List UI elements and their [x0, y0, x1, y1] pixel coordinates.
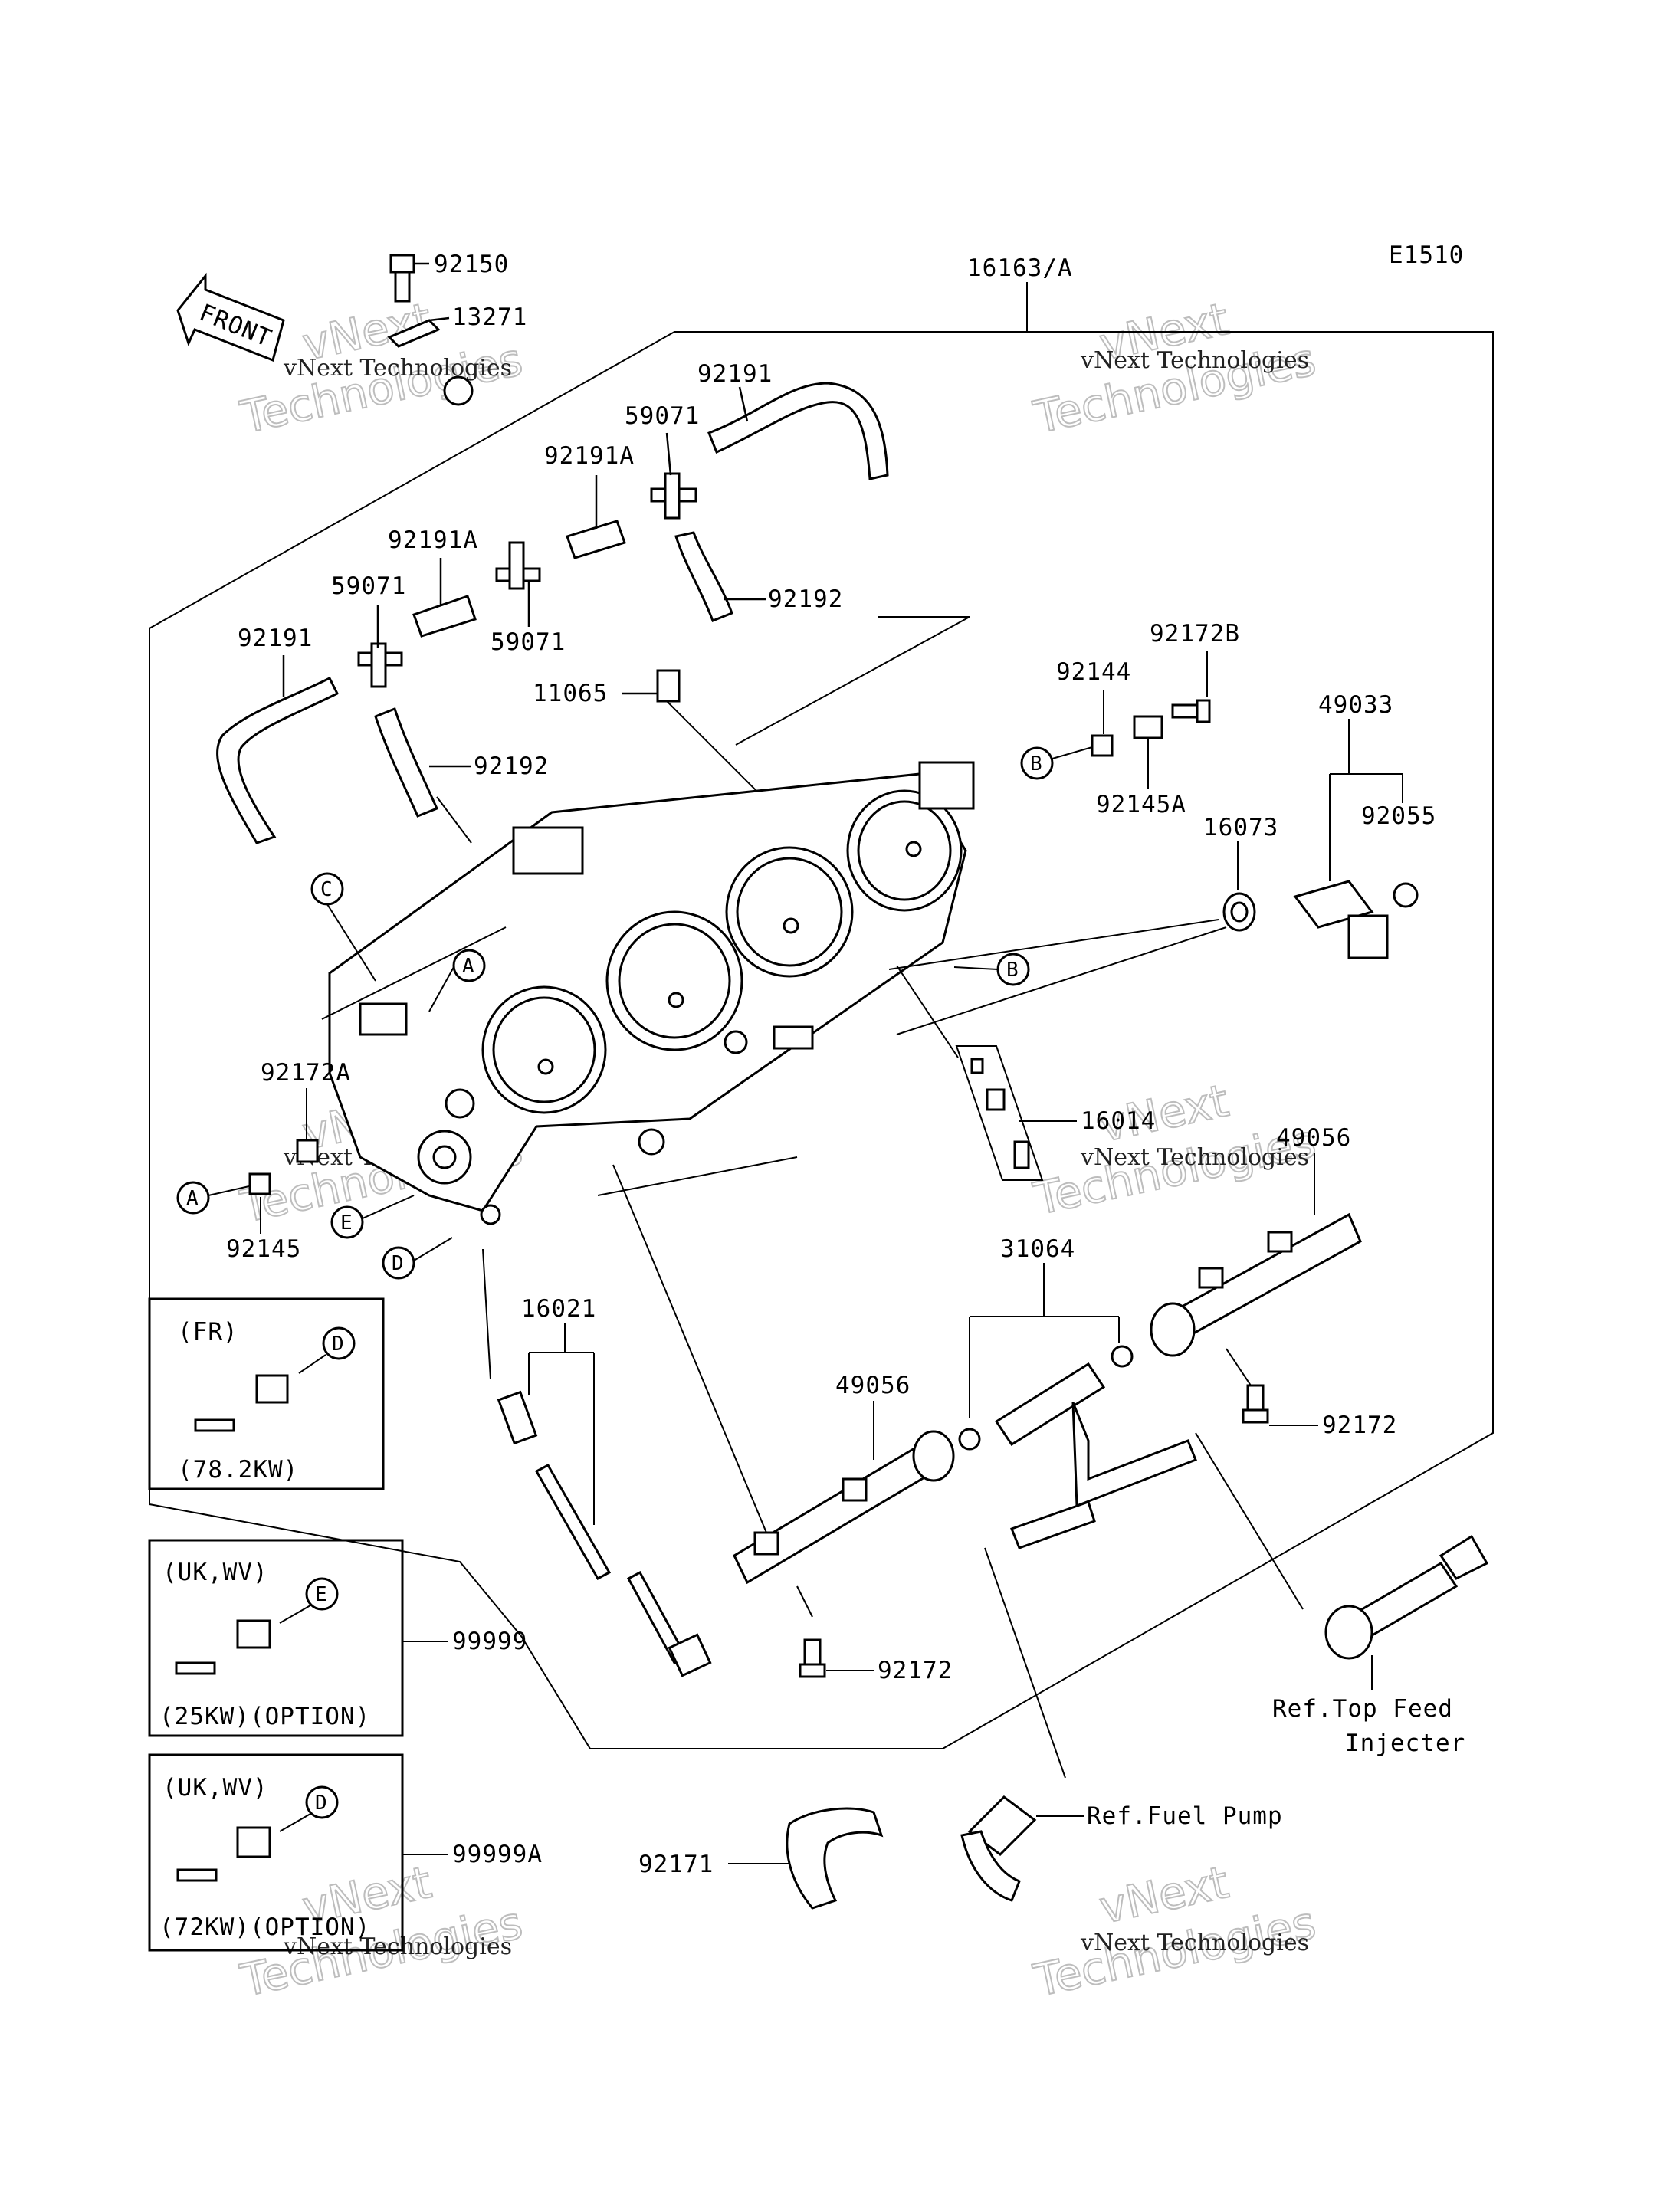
- svg-text:92191A: 92191A: [544, 442, 635, 470]
- hose-92192-right: 92192: [674, 531, 843, 622]
- svg-text:49056: 49056: [835, 1372, 911, 1399]
- hose-92191-left: 92191: [216, 625, 340, 844]
- svg-text:B: B: [1030, 753, 1042, 776]
- svg-text:E: E: [315, 1583, 327, 1606]
- watermark-top-right: vNext Technologies vNext Technologies: [1029, 292, 1321, 444]
- svg-text:92192: 92192: [768, 585, 843, 613]
- callout-A-lower: A: [176, 1172, 271, 1215]
- fitting-59071-mid: 59071: [491, 541, 566, 656]
- screw-92172-mid: 92172: [799, 1638, 953, 1684]
- svg-text:92172: 92172: [1322, 1412, 1397, 1439]
- svg-text:92172: 92172: [878, 1657, 953, 1684]
- top-feed-injector: Ref.Top Feed Injecter: [1272, 1534, 1489, 1757]
- svg-text:92055: 92055: [1361, 802, 1436, 830]
- injector-kit-16014: 16014: [896, 965, 1156, 1181]
- fuel-rail-49056-mid: 49056: [733, 1372, 955, 1618]
- svg-text:92172A: 92172A: [261, 1059, 351, 1087]
- screw-92172B: 92172B: [1150, 620, 1240, 723]
- washer-16073: 16073: [1203, 814, 1278, 932]
- svg-text:Ref.Top Feed: Ref.Top Feed: [1272, 1695, 1453, 1723]
- svg-text:vNext Technologies: vNext Technologies: [1080, 1144, 1309, 1171]
- svg-text:16014: 16014: [1081, 1107, 1156, 1135]
- option-box-99999: (UK,WV) E (25KW)(OPTION) 99999: [148, 1539, 527, 1737]
- svg-text:92192: 92192: [474, 753, 549, 780]
- tube-92191A-mid: 92191A: [388, 526, 478, 638]
- svg-text:92145A: 92145A: [1096, 791, 1186, 818]
- screw-92172A: 92172A: [261, 1059, 351, 1163]
- option-box-fr: (FR) D (78.2KW): [148, 1297, 385, 1490]
- svg-text:vNext Technologies: vNext Technologies: [283, 1933, 512, 1960]
- svg-text:92191: 92191: [238, 625, 313, 652]
- tube-92191A-top: 92191A: [544, 442, 635, 559]
- svg-text:99999: 99999: [452, 1628, 527, 1655]
- fitting-59071-top: 59071: [625, 402, 700, 520]
- svg-text:(FR): (FR): [178, 1318, 238, 1346]
- front-arrow-icon: FRONT: [176, 272, 285, 362]
- svg-text:vNext Technologies: vNext Technologies: [1080, 1930, 1309, 1956]
- hose-92192-left: 92192: [374, 707, 549, 818]
- svg-text:B: B: [1006, 959, 1019, 982]
- svg-text:(72KW)(OPTION): (72KW)(OPTION): [159, 1913, 370, 1941]
- svg-text:13271: 13271: [452, 303, 527, 331]
- svg-text:(25KW)(OPTION): (25KW)(OPTION): [159, 1703, 370, 1730]
- fitting-59071-left: 59071: [331, 572, 406, 688]
- svg-text:49033: 49033: [1318, 691, 1393, 719]
- assembly-outline: [149, 331, 1494, 1749]
- callout-B-mid: B: [953, 953, 1030, 986]
- svg-text:Injecter: Injecter: [1345, 1730, 1465, 1757]
- bolt-92150: 92150: [389, 251, 509, 303]
- svg-text:(UK,WV): (UK,WV): [162, 1559, 268, 1586]
- spring-92145A: 92145A: [1096, 715, 1186, 818]
- callout-A-upper: A: [428, 949, 486, 1012]
- label-92145: 92145: [226, 1235, 301, 1263]
- nut-92144: 92144: [1056, 658, 1131, 757]
- connector-31064: 31064: [958, 1235, 1197, 1549]
- callout-C: C: [310, 872, 376, 982]
- clip-92171: 92171: [638, 1807, 884, 1910]
- adjuster-16021: 16021: [482, 1248, 712, 1677]
- svg-text:vNext Technologies: vNext Technologies: [283, 355, 512, 382]
- svg-text:99999A: 99999A: [452, 1841, 543, 1868]
- svg-text:11065: 11065: [533, 680, 608, 707]
- diagram-code: E1510: [1389, 241, 1464, 269]
- svg-text:Ref.Fuel Pump: Ref.Fuel Pump: [1087, 1802, 1283, 1830]
- svg-text:59071: 59071: [625, 402, 700, 430]
- svg-text:92144: 92144: [1056, 658, 1131, 686]
- svg-text:(78.2KW): (78.2KW): [178, 1456, 298, 1484]
- svg-text:92172B: 92172B: [1150, 620, 1240, 648]
- svg-text:92150: 92150: [434, 251, 509, 278]
- callout-E-main: E: [330, 1195, 415, 1239]
- svg-text:D: D: [332, 1333, 344, 1356]
- svg-text:D: D: [392, 1252, 404, 1275]
- svg-text:59071: 59071: [491, 628, 566, 656]
- sensor-49033: 49033 92055: [1293, 691, 1436, 959]
- callout-D-main: D: [382, 1237, 453, 1280]
- fuel-rail-49056-right: 49056: [1150, 1124, 1362, 1395]
- svg-text:A: A: [186, 1187, 199, 1210]
- label-16163A: 16163/A: [967, 254, 1073, 282]
- svg-text:vNext Technologies: vNext Technologies: [1080, 347, 1309, 374]
- watermark-bottom-right: vNext Technologies vNext Technologies: [1029, 1855, 1321, 2008]
- throttle-body-assembly: [328, 761, 975, 1225]
- svg-text:C: C: [320, 878, 333, 901]
- svg-text:59071: 59071: [331, 572, 406, 600]
- svg-text:49056: 49056: [1276, 1124, 1351, 1152]
- svg-text:D: D: [315, 1792, 327, 1815]
- svg-text:31064: 31064: [1000, 1235, 1075, 1263]
- svg-text:92171: 92171: [638, 1851, 714, 1878]
- svg-text:16021: 16021: [521, 1295, 596, 1323]
- callout-B-top: B: [1020, 746, 1093, 780]
- svg-text:16073: 16073: [1203, 814, 1278, 841]
- screw-92172-right: 92172: [1242, 1384, 1397, 1439]
- option-box-99999A: (UK,WV) D (72KW)(OPTION) 99999A: [148, 1753, 543, 1952]
- clamp-13271: 13271: [387, 303, 527, 406]
- svg-text:A: A: [462, 955, 474, 978]
- label-92191-top: 92191: [697, 360, 773, 388]
- svg-text:E: E: [340, 1212, 353, 1235]
- fuel-pump-fitting: Ref.Fuel Pump: [960, 1547, 1283, 1902]
- svg-text:(UK,WV): (UK,WV): [162, 1774, 268, 1802]
- svg-text:92191A: 92191A: [388, 526, 478, 554]
